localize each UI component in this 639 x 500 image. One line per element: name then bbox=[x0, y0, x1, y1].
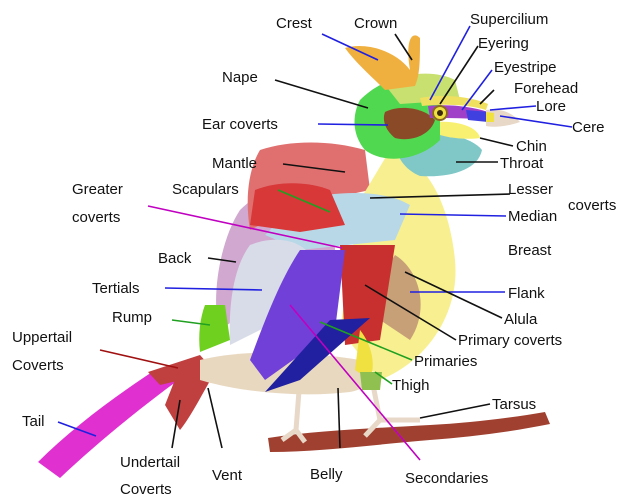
label-throat: Throat bbox=[500, 155, 544, 172]
label-breast: Breast bbox=[508, 242, 552, 259]
label-nape: Nape bbox=[222, 69, 258, 86]
eye-pupil bbox=[437, 110, 443, 116]
label-eyering: Eyering bbox=[478, 35, 529, 52]
label-alula: Alula bbox=[504, 311, 538, 328]
rump-shape bbox=[199, 305, 230, 352]
label-tail: Tail bbox=[22, 413, 45, 430]
label-tertials: Tertials bbox=[92, 280, 140, 297]
label-undertail-2: Coverts bbox=[120, 481, 172, 498]
crest-shape bbox=[345, 35, 420, 90]
label-mantle: Mantle bbox=[212, 155, 257, 172]
label-lore: Lore bbox=[536, 98, 566, 115]
label-supercilium: Supercilium bbox=[470, 11, 548, 28]
label-crest: Crest bbox=[276, 15, 313, 32]
label-belly: Belly bbox=[310, 466, 343, 483]
label-undertail-1: Undertail bbox=[120, 454, 180, 471]
label-forehead: Forehead bbox=[514, 80, 578, 97]
label-greater-1: Greater bbox=[72, 181, 123, 198]
label-thigh: Thigh bbox=[392, 377, 430, 394]
label-eyestripe: Eyestripe bbox=[494, 59, 557, 76]
label-median: Median bbox=[508, 208, 557, 225]
label-primaries: Primaries bbox=[414, 353, 477, 370]
label-uppertail-2: Coverts bbox=[12, 357, 64, 374]
label-cere: Cere bbox=[572, 119, 605, 136]
label-tarsus: Tarsus bbox=[492, 396, 536, 413]
label-chin: Chin bbox=[516, 138, 547, 155]
cere-shape bbox=[486, 112, 494, 122]
label-secondaries: Secondaries bbox=[405, 470, 488, 487]
label-lesser-1: Lesser bbox=[508, 181, 553, 198]
label-flank: Flank bbox=[508, 285, 545, 302]
label-greater-2: coverts bbox=[72, 209, 120, 226]
label-vent: Vent bbox=[212, 467, 243, 484]
label-primary-coverts: Primary coverts bbox=[458, 332, 562, 349]
label-crown: Crown bbox=[354, 15, 397, 32]
label-back: Back bbox=[158, 250, 192, 267]
label-rump: Rump bbox=[112, 309, 152, 326]
label-lesser-2: coverts bbox=[568, 197, 616, 214]
label-ear-coverts: Ear coverts bbox=[202, 116, 278, 133]
label-uppertail-1: Uppertail bbox=[12, 329, 72, 346]
label-scapulars: Scapulars bbox=[172, 181, 239, 198]
